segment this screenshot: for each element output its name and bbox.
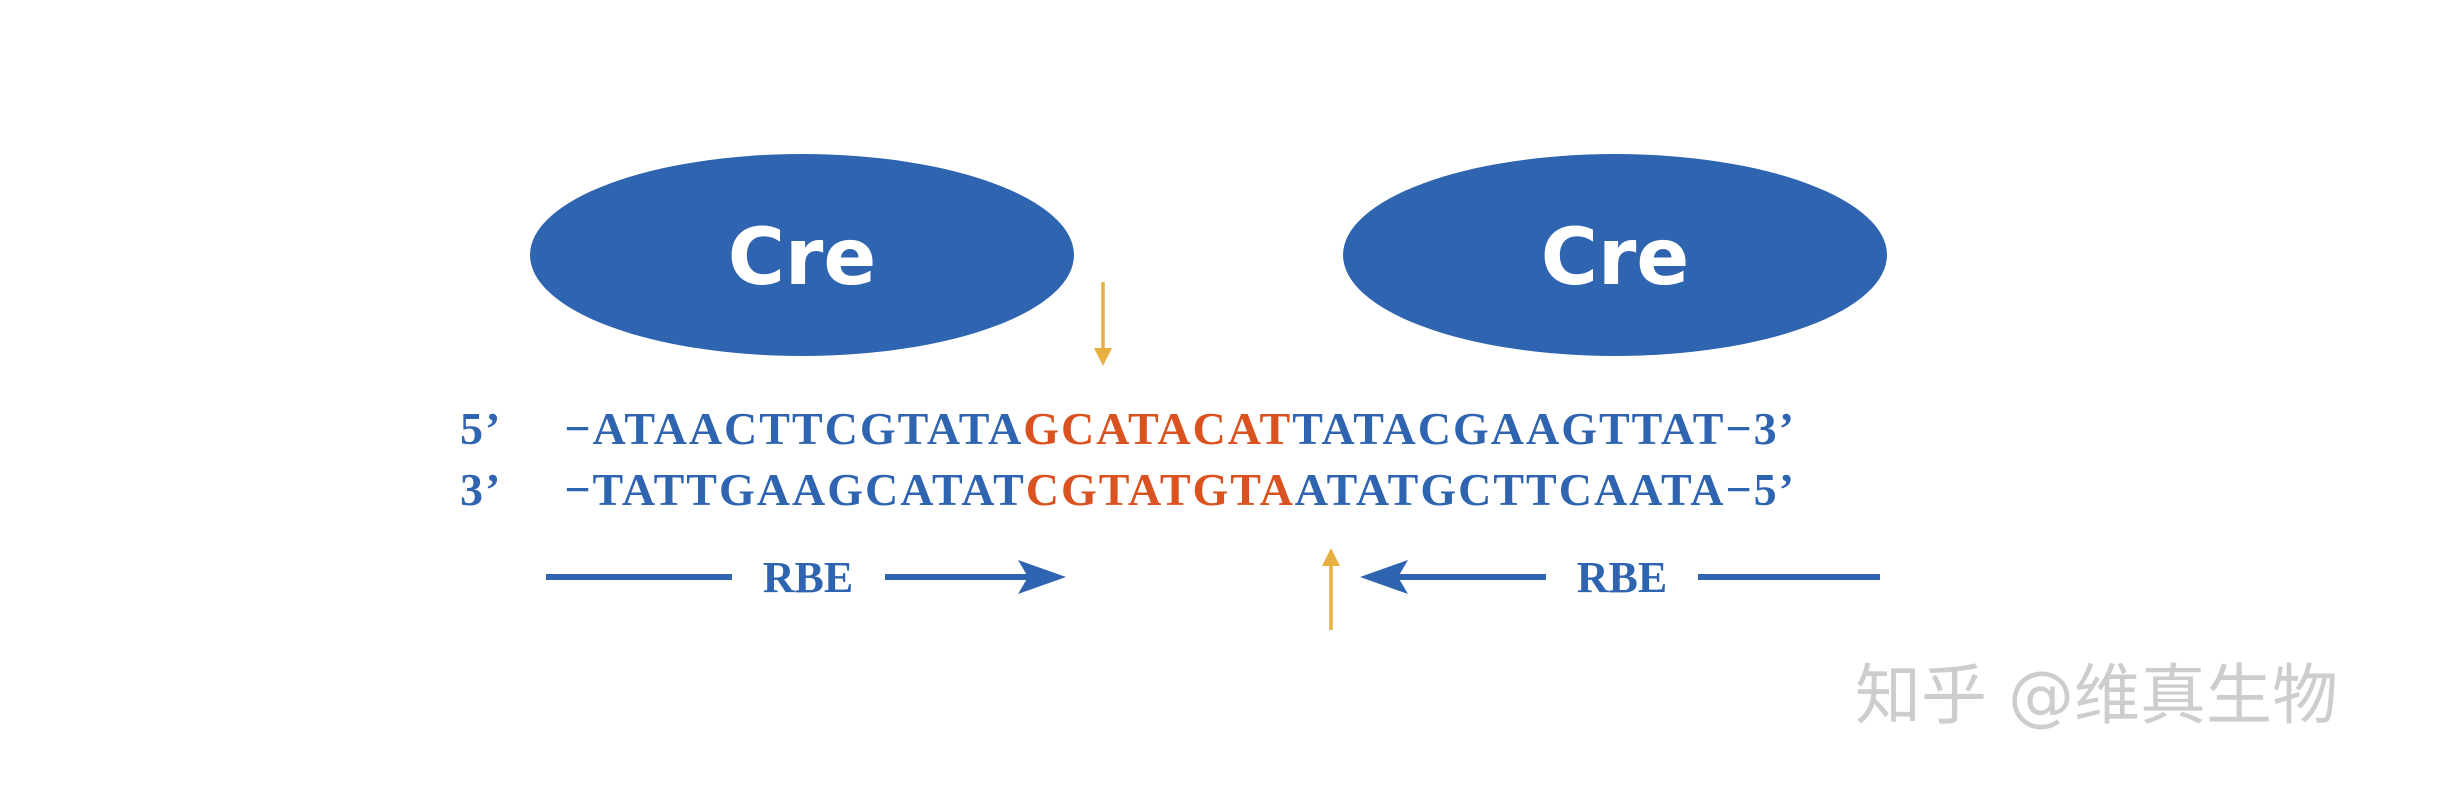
strand-dash: −	[564, 464, 593, 515]
enzyme-ellipse	[1343, 154, 1887, 356]
rbe-left: RBE	[546, 553, 1066, 602]
strand-end-label: 3’	[460, 464, 503, 515]
enzyme-label: Cre	[728, 213, 877, 303]
enzyme-label: Cre	[1541, 213, 1690, 303]
dna-bottom-strand: 3’−TATTGAAGCATATCGTATGTAATATGCTTCAATA−5’	[460, 463, 1796, 516]
watermark: 知乎 @维真生物	[1855, 657, 2338, 734]
cre-enzyme-right: Cre	[1343, 154, 1887, 356]
strand-end-label: 3’	[1753, 403, 1796, 454]
lox-right-arm: ATATGCTTCAATA	[1294, 464, 1726, 515]
cut-arrow-top	[1094, 282, 1112, 366]
lox-left-arm: TATTGAAGCATAT	[592, 464, 1026, 515]
strand-dash: −	[1725, 403, 1754, 454]
lox-spacer: GCATACAT	[1023, 403, 1293, 454]
strand-end-label: 5’	[460, 403, 503, 454]
lox-spacer: CGTATGTA	[1025, 464, 1295, 515]
rbe-label: RBE	[763, 553, 853, 602]
rbe-label: RBE	[1577, 553, 1667, 602]
cre-enzyme-left: Cre	[530, 154, 1074, 356]
strand-end-label: 5’	[1753, 464, 1796, 515]
dna-top-strand: 5’−ATAACTTCGTATAGCATACATTATACGAAGTTAT−3’	[460, 402, 1796, 455]
rbe-arrowhead	[1018, 560, 1066, 594]
lox-left-arm: ATAACTTCGTATA	[592, 403, 1024, 454]
strand-dash: −	[564, 403, 593, 454]
cut-arrow-bottom	[1322, 548, 1340, 630]
rbe-right: RBE	[1360, 553, 1880, 602]
lox-right-arm: TATACGAAGTTAT	[1292, 403, 1726, 454]
strand-dash: −	[1725, 464, 1754, 515]
enzyme-ellipse	[530, 154, 1074, 356]
